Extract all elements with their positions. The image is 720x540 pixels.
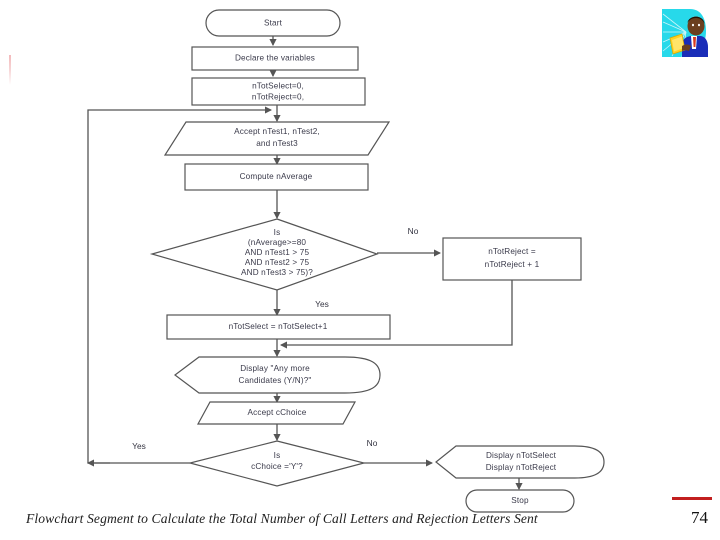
accent-bar	[672, 497, 712, 500]
branch-label-yes-pass: Yes	[315, 299, 329, 309]
node-start[interactable]: Start	[205, 9, 341, 37]
node-reject-increment[interactable]: nTotReject = nTotReject + 1	[442, 237, 582, 281]
node-declare-label: Declare the variables	[235, 54, 315, 63]
page-number: 74	[691, 508, 708, 527]
node-init-line2: nTotReject=0,	[252, 93, 304, 102]
node-display-more-line2: Candidates (Y/N)?"	[239, 376, 312, 385]
node-start-label: Start	[264, 19, 283, 28]
node-display-more-line1: Display "Any more	[240, 364, 310, 373]
node-accept-choice[interactable]: Accept cChoice	[196, 401, 357, 425]
node-accept-choice-label: Accept cChoice	[248, 408, 307, 417]
connector-decision-more-yes-loop	[86, 106, 273, 467]
node-display-any-more[interactable]: Display "Any more Candidates (Y/N)?"	[174, 356, 381, 394]
connector-reject-loop-back	[279, 280, 513, 349]
node-display-totals-line1: Display nTotSelect	[486, 451, 557, 460]
branch-label-no-more: No	[367, 438, 378, 448]
slide-caption: Flowchart Segment to Calculate the Total…	[26, 511, 538, 526]
node-declare-variables[interactable]: Declare the variables	[191, 46, 359, 71]
node-accept-tests[interactable]: Accept nTest1, nTest2, and nTest3	[163, 121, 391, 156]
node-stop-label: Stop	[511, 496, 529, 505]
left-margin-tick	[9, 55, 11, 85]
node-compute-average[interactable]: Compute nAverage	[184, 163, 369, 191]
businessman-with-folder-clipart	[660, 7, 710, 61]
node-reject-line1: nTotReject =	[488, 247, 536, 256]
node-decision-pass-line3: AND nTest1 > 75	[245, 248, 310, 257]
node-decision-pass-line5: AND nTest3 > 75)?	[241, 268, 313, 277]
branch-label-no-pass: No	[408, 226, 419, 236]
node-decision-pass-line2: (nAverage>=80	[248, 238, 307, 247]
node-accept-tests-line1: Accept nTest1, nTest2,	[234, 127, 320, 136]
node-select-label: nTotSelect = nTotSelect+1	[229, 322, 328, 331]
node-decision-more-line1: Is	[274, 451, 281, 460]
node-display-totals-line2: Display nTotReject	[486, 463, 557, 472]
node-accept-tests-line2: and nTest3	[256, 139, 298, 148]
node-decision-more-line2: cChoice ='Y'?	[251, 462, 303, 471]
node-decision-pass-line4: AND nTest2 > 75	[245, 258, 310, 267]
node-decision-more-candidates[interactable]: Is cChoice ='Y'?	[187, 440, 367, 487]
node-reject-line2: nTotReject + 1	[485, 260, 540, 269]
node-compute-label: Compute nAverage	[240, 172, 313, 181]
node-display-totals[interactable]: Display nTotSelect Display nTotReject	[435, 445, 605, 479]
node-decision-pass-criteria[interactable]: Is (nAverage>=80 AND nTest1 > 75 AND nTe…	[149, 218, 379, 291]
node-initialize-counters[interactable]: nTotSelect=0, nTotReject=0,	[191, 77, 366, 106]
node-init-line1: nTotSelect=0,	[252, 82, 304, 91]
node-decision-pass-line1: Is	[274, 228, 281, 237]
node-select-increment[interactable]: nTotSelect = nTotSelect+1	[166, 314, 391, 340]
node-stop[interactable]: Stop	[465, 489, 575, 513]
branch-label-yes-more: Yes	[132, 441, 146, 451]
